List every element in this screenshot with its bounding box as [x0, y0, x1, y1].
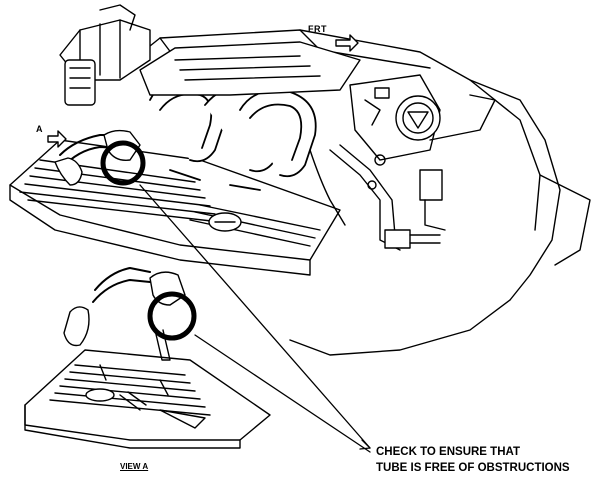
view-arrow-label: A — [36, 124, 43, 134]
front-direction-label: FRT — [308, 24, 327, 34]
highlight-circle-main — [100, 140, 146, 186]
leader-lines — [139, 184, 371, 453]
highlight-circle-detail — [147, 291, 197, 341]
plenum — [139, 41, 361, 96]
valve-cover — [9, 139, 341, 276]
callout-text: CHECK TO ENSURE THAT TUBE IS FREE OF OBS… — [376, 444, 570, 476]
throttle-body — [349, 74, 496, 161]
sensor-cluster — [309, 144, 446, 251]
view-caption: VIEW A — [120, 462, 149, 471]
distributor — [59, 4, 151, 106]
view-a-arrow — [47, 130, 67, 148]
front-direction-arrow — [335, 34, 359, 52]
callout-line-2: TUBE IS FREE OF OBSTRUCTIONS — [376, 462, 570, 474]
view-a-detail — [24, 267, 271, 449]
callout-line-1: CHECK TO ENSURE THAT — [376, 446, 520, 458]
